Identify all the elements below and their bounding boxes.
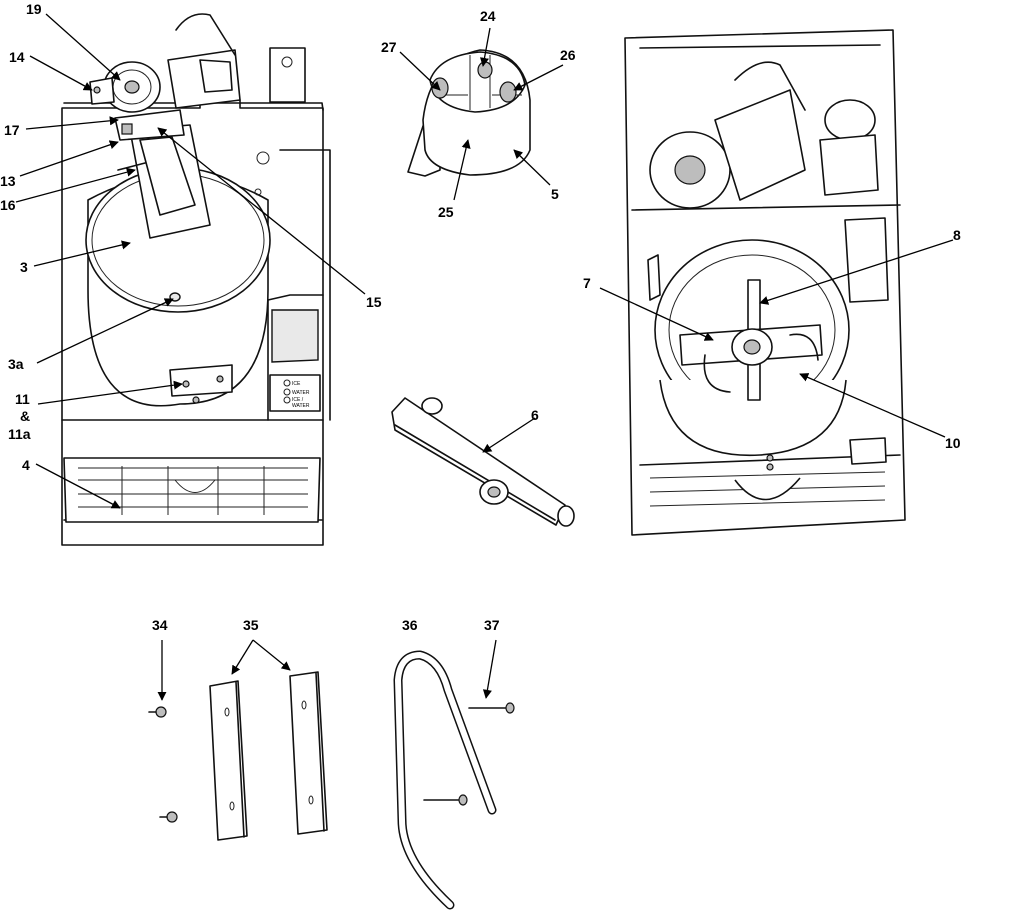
handle-36 bbox=[393, 650, 497, 910]
callout-labels: 19 14 17 13 16 3 3a 11 & 11a 4 15 24 27 … bbox=[0, 1, 961, 633]
callout-5: 5 bbox=[551, 186, 559, 202]
panel-label-water: WATER bbox=[292, 390, 310, 396]
pins-37 bbox=[423, 702, 515, 806]
callout-24: 24 bbox=[480, 8, 496, 24]
callout-35: 35 bbox=[243, 617, 259, 633]
callout-10: 10 bbox=[945, 435, 961, 451]
callout-11a: 11a bbox=[8, 426, 31, 442]
dispenser-internal-view bbox=[624, 29, 906, 536]
callout-17: 17 bbox=[4, 122, 20, 138]
callout-11-amp: & bbox=[20, 408, 30, 424]
callout-16: 16 bbox=[0, 197, 16, 213]
callout-14: 14 bbox=[9, 49, 25, 65]
callout-4: 4 bbox=[22, 457, 30, 473]
callout-6: 6 bbox=[531, 407, 539, 423]
callout-8: 8 bbox=[953, 227, 961, 243]
callout-3a: 3a bbox=[8, 356, 24, 372]
retainer-part bbox=[407, 49, 531, 177]
panel-label-ice-water-1: ICE / bbox=[292, 397, 304, 403]
callout-34: 34 bbox=[152, 617, 168, 633]
callout-26: 26 bbox=[560, 47, 576, 63]
callout-15: 15 bbox=[366, 294, 382, 310]
callout-27: 27 bbox=[381, 39, 397, 55]
callout-37: 37 bbox=[484, 617, 500, 633]
tube-part bbox=[391, 397, 575, 527]
dispenser-front-view: ICE WATER ICE / WATER bbox=[61, 13, 331, 546]
brackets-35 bbox=[209, 671, 328, 841]
panel-label-ice-water-2: WATER bbox=[292, 403, 310, 409]
drip-tray bbox=[63, 457, 321, 523]
leader-lines bbox=[15, 13, 954, 701]
callout-36: 36 bbox=[402, 617, 418, 633]
panel-label-ice: ICE bbox=[292, 381, 301, 387]
callout-25: 25 bbox=[438, 204, 454, 220]
callout-3: 3 bbox=[20, 259, 28, 275]
screws-34 bbox=[148, 706, 178, 823]
callout-13: 13 bbox=[0, 173, 16, 189]
callout-19: 19 bbox=[26, 1, 42, 17]
callout-7: 7 bbox=[583, 275, 591, 291]
callout-11: 11 bbox=[15, 391, 30, 407]
